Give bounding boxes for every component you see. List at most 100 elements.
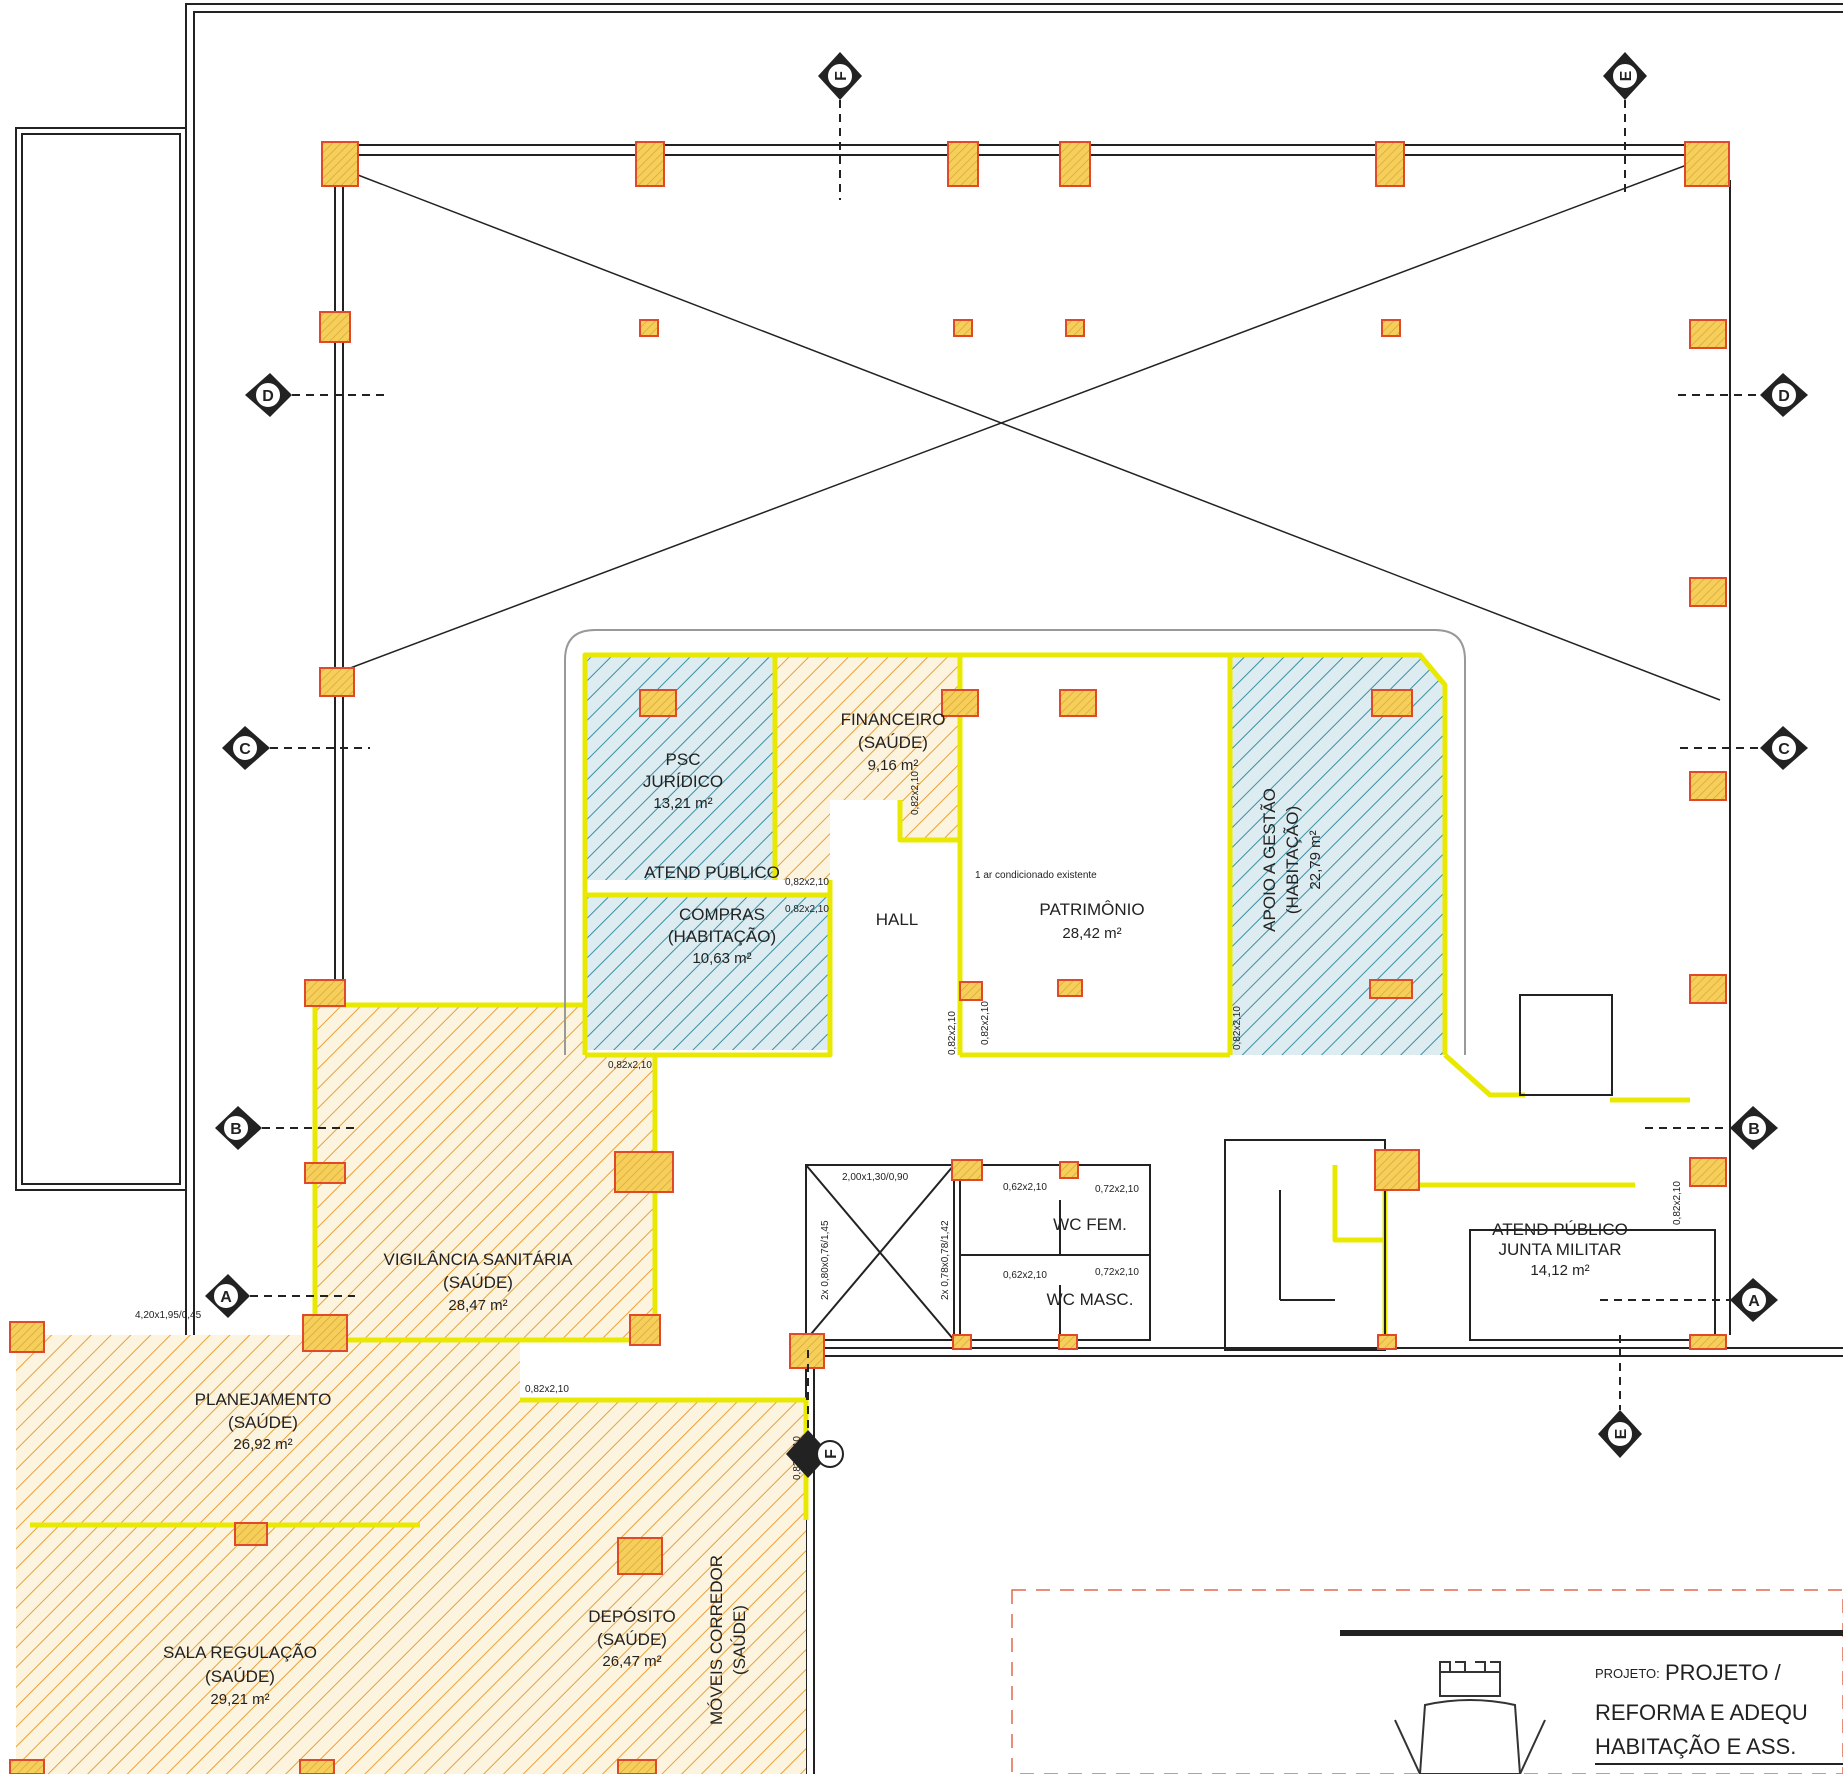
section-marker-d-left: D	[245, 373, 292, 417]
section-marker-a-right: A	[1730, 1278, 1778, 1322]
financeiro-room	[775, 655, 960, 880]
moveis-label: MÓVEIS CORREDOR	[707, 1555, 726, 1725]
svg-text:D: D	[1778, 388, 1790, 405]
svg-text:E: E	[1613, 1428, 1630, 1439]
atend-militar-label: ATEND PÚBLICO	[1492, 1220, 1628, 1239]
planejamento-area: 26,92 m²	[233, 1436, 292, 1453]
svg-text:0,72x2,10: 0,72x2,10	[1095, 1184, 1139, 1195]
room-hatches	[16, 655, 1445, 1774]
svg-text:F: F	[823, 1449, 840, 1459]
svg-text:0,62x2,10: 0,62x2,10	[1003, 1270, 1047, 1281]
svg-text:A: A	[1748, 1293, 1760, 1310]
svg-text:0,82x2,10: 0,82x2,10	[1672, 1181, 1683, 1225]
vigilancia-label-2: (SAÚDE)	[443, 1273, 513, 1292]
void-cross	[344, 159, 1721, 701]
compras-label-2: (HABITAÇÃO)	[668, 927, 776, 946]
financeiro-label-2: (SAÚDE)	[858, 733, 928, 752]
atend-militar-label-2: JUNTA MILITAR	[1498, 1240, 1621, 1259]
svg-text:F: F	[833, 71, 850, 81]
svg-text:C: C	[239, 741, 251, 758]
section-lines	[250, 100, 1760, 1430]
apoio-area: 22,79 m²	[1307, 830, 1324, 889]
planejamento-room	[16, 1335, 520, 1525]
planejamento-label-2: (SAÚDE)	[228, 1413, 298, 1432]
svg-text:0,82x2,10: 0,82x2,10	[785, 904, 829, 915]
planejamento-label: PLANEJAMENTO	[195, 1390, 332, 1409]
svg-text:B: B	[1748, 1121, 1760, 1138]
columns	[9, 141, 1730, 1774]
section-marker-c-right: C	[1760, 726, 1808, 770]
regulacao-area: 29,21 m²	[210, 1691, 269, 1708]
hall-label: HALL	[876, 910, 919, 929]
compras-room	[585, 895, 830, 1050]
patrimonio-area: 28,42 m²	[1062, 925, 1121, 942]
vigilancia-area: 28,47 m²	[448, 1297, 507, 1314]
svg-text:0,82x2,10: 0,82x2,10	[980, 1001, 991, 1045]
apoio-room	[1230, 655, 1445, 1055]
financeiro-label: FINANCEIRO	[841, 710, 946, 729]
deposito-label: DEPÓSITO	[588, 1607, 676, 1626]
svg-text:2x 0,80x0,76/1,45: 2x 0,80x0,76/1,45	[820, 1220, 831, 1300]
svg-text:0,72x2,10: 0,72x2,10	[1095, 1267, 1139, 1278]
patrimonio-label: PATRIMÔNIO	[1039, 900, 1144, 919]
svg-text:REFORMA E ADEQU: REFORMA E ADEQU	[1595, 1700, 1808, 1725]
svg-text:1 ar condicionado existente: 1 ar condicionado existente	[975, 870, 1097, 881]
psc-area: 13,21 m²	[653, 795, 712, 812]
svg-text:0,82x2,10: 0,82x2,10	[608, 1060, 652, 1071]
svg-text:0,82x2,10: 0,82x2,10	[910, 771, 921, 815]
psc-room	[585, 655, 775, 880]
svg-text:C: C	[1778, 741, 1790, 758]
vigilancia-room	[315, 1005, 655, 1340]
regulacao-label: SALA REGULAÇÃO	[163, 1643, 317, 1662]
compras-label: COMPRAS	[679, 905, 765, 924]
svg-text:0,82x2,10: 0,82x2,10	[947, 1011, 958, 1055]
crest-logo	[1394, 1661, 1546, 1774]
atend-militar-area: 14,12 m²	[1530, 1262, 1589, 1279]
psc-label-2: JURÍDICO	[643, 772, 723, 791]
svg-text:4,20x1,95/0,45: 4,20x1,95/0,45	[135, 1310, 202, 1321]
section-marker-e-bottom: E	[1598, 1410, 1642, 1458]
section-marker-f-top: F	[818, 52, 862, 100]
svg-text:E: E	[1618, 70, 1635, 81]
apoio-label-2: (HABITAÇÃO)	[1283, 806, 1302, 914]
deposito-room	[520, 1400, 806, 1774]
apoio-label: APOIO A GESTÃO	[1260, 788, 1279, 932]
section-marker-c-left: C	[222, 726, 270, 770]
svg-text:A: A	[220, 1289, 232, 1306]
title-block: PROJETO: PROJETO / REFORMA E ADEQU HABIT…	[1011, 1589, 1843, 1774]
svg-text:0,82x2,10: 0,82x2,10	[1232, 1006, 1243, 1050]
section-marker-b-left: B	[215, 1106, 262, 1150]
svg-text:0,82x2,10: 0,82x2,10	[785, 877, 829, 888]
deposito-area: 26,47 m²	[602, 1653, 661, 1670]
svg-text:0,82x2,10: 0,82x2,10	[792, 1436, 803, 1480]
block-outline	[564, 629, 1466, 1055]
deposito-label-2: (SAÚDE)	[597, 1630, 667, 1649]
atend-publico-label: ATEND PÚBLICO	[644, 863, 780, 882]
vigilancia-label: VIGILÂNCIA SANITÁRIA	[384, 1250, 574, 1269]
svg-text:PROJETO:: PROJETO:	[1595, 1666, 1660, 1681]
svg-text:B: B	[230, 1121, 242, 1138]
wc-fem-label: WC FEM.	[1053, 1215, 1127, 1234]
psc-label: PSC	[666, 750, 701, 769]
moveis-label-2: (SAÚDE)	[730, 1605, 749, 1675]
svg-text:2,00x1,30/0,90: 2,00x1,30/0,90	[842, 1172, 909, 1183]
svg-text:D: D	[262, 388, 274, 405]
section-marker-f-bottom: F	[786, 1430, 844, 1478]
section-marker-d-right: D	[1760, 373, 1808, 417]
svg-text:2x 0,78x0,78/1,42: 2x 0,78x0,78/1,42	[940, 1220, 951, 1300]
svg-text:0,82x2,10: 0,82x2,10	[525, 1384, 569, 1395]
compras-area: 10,63 m²	[692, 950, 751, 967]
svg-text:PROJETO /: PROJETO /	[1665, 1660, 1782, 1685]
section-marker-e-top: E	[1603, 52, 1647, 100]
svg-text:0,62x2,10: 0,62x2,10	[1003, 1182, 1047, 1193]
section-marker-a-left: A	[205, 1274, 250, 1318]
section-marker-b-right: B	[1730, 1106, 1778, 1150]
financeiro-area: 9,16 m²	[868, 757, 919, 774]
regulacao-label-2: (SAÚDE)	[205, 1667, 275, 1686]
regulacao-room	[16, 1525, 520, 1774]
service-core	[805, 994, 1716, 1351]
wc-masc-label: WC MASC.	[1047, 1290, 1134, 1309]
room-labels: PSC JURÍDICO 13,21 m² FINANCEIRO (SAÚDE)…	[163, 710, 1628, 1725]
new-walls	[30, 652, 1690, 1528]
